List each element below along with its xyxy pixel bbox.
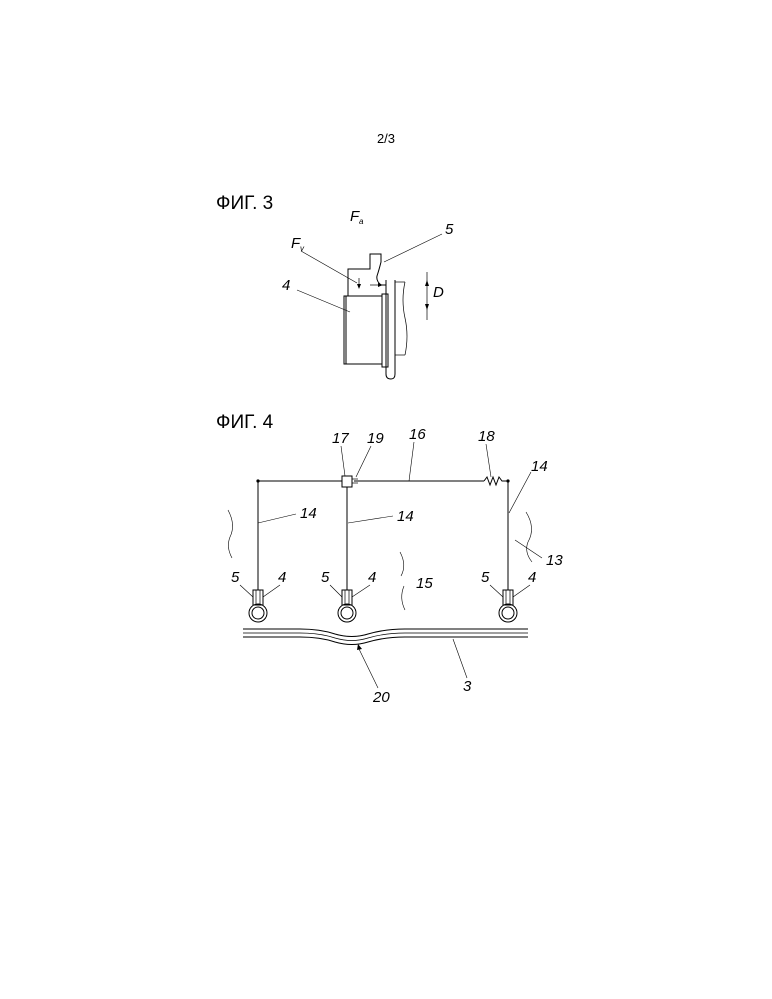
clamp-assembly-middle	[338, 590, 356, 622]
label-17: 17	[332, 430, 349, 447]
break-mark-15-lower	[402, 586, 405, 610]
label-part-5: 5	[445, 221, 454, 238]
clamp-assembly-right	[499, 590, 517, 622]
arrow-fv-head	[357, 284, 361, 289]
figure-3-title: ФИГ. 3	[216, 193, 273, 214]
rail-3-bottom-edge	[243, 637, 528, 645]
leader-5-left	[240, 585, 253, 597]
clamp-head-middle	[342, 590, 352, 605]
figure-4: ФИГ. 4 17 19 16 18 14 14 14 13 15	[216, 412, 563, 706]
label-4-middle: 4	[368, 569, 376, 586]
clamp-body-4	[344, 296, 382, 364]
label-15: 15	[416, 575, 433, 592]
sensor-17	[342, 476, 352, 487]
arrow-fa-head	[378, 283, 383, 287]
arrow-20-head	[357, 644, 362, 650]
label-5-middle: 5	[321, 569, 330, 586]
clamp-ring-right-inner	[502, 607, 514, 619]
clamp-ring-middle-inner	[341, 607, 353, 619]
leader-18	[486, 444, 491, 477]
figure-4-title: ФИГ. 4	[216, 412, 274, 433]
leader-part-4	[297, 290, 350, 312]
leader-14-middle	[348, 516, 393, 523]
label-14-left: 14	[300, 505, 317, 522]
clamp-head-right	[503, 590, 513, 605]
rail-web-break	[403, 282, 407, 355]
label-14-right: 14	[531, 458, 548, 475]
spring-18	[484, 477, 508, 485]
break-mark-right	[526, 512, 532, 562]
leader-14-left	[258, 514, 296, 523]
label-4-left: 4	[278, 569, 286, 586]
leader-5-middle	[330, 585, 342, 597]
leader-part-5	[384, 234, 442, 262]
leader-4-left	[263, 585, 280, 597]
leader-17	[341, 446, 345, 476]
label-5-right: 5	[481, 569, 490, 586]
leader-19	[356, 446, 371, 477]
break-mark-left	[228, 510, 233, 558]
label-14-middle: 14	[397, 508, 414, 525]
clamp-flange	[382, 294, 388, 367]
label-13: 13	[546, 552, 563, 569]
rail-plate	[386, 280, 395, 379]
leader-3	[453, 639, 467, 678]
contact-element-5	[348, 254, 386, 296]
leader-4-middle	[352, 585, 370, 597]
label-displacement-d: D	[433, 284, 444, 301]
leader-4-right	[513, 585, 530, 597]
leader-14-right	[509, 472, 531, 513]
dimension-d-arrow-up	[425, 280, 429, 286]
page-number: 2/3	[377, 131, 395, 146]
clamp-assembly-left	[249, 590, 267, 622]
label-3: 3	[463, 678, 472, 695]
leader-20	[359, 649, 378, 688]
label-4-right: 4	[528, 569, 536, 586]
label-part-4: 4	[282, 277, 290, 294]
leader-fv	[301, 251, 357, 283]
label-18: 18	[478, 428, 495, 445]
label-16: 16	[409, 426, 426, 443]
figure-3: ФИГ. 3 F a F v 5 4 D	[216, 193, 454, 379]
break-mark-15-upper	[400, 552, 404, 576]
label-5-left: 5	[231, 569, 240, 586]
leader-16	[409, 442, 414, 481]
label-19: 19	[367, 430, 384, 447]
clamp-ring-left-inner	[252, 607, 264, 619]
clamp-head-left	[253, 590, 263, 605]
leader-13	[515, 540, 542, 558]
label-20: 20	[372, 689, 390, 706]
dimension-d-arrow-down	[425, 304, 429, 310]
leader-5-right	[490, 585, 503, 597]
label-force-fa-subscript: a	[359, 217, 364, 226]
